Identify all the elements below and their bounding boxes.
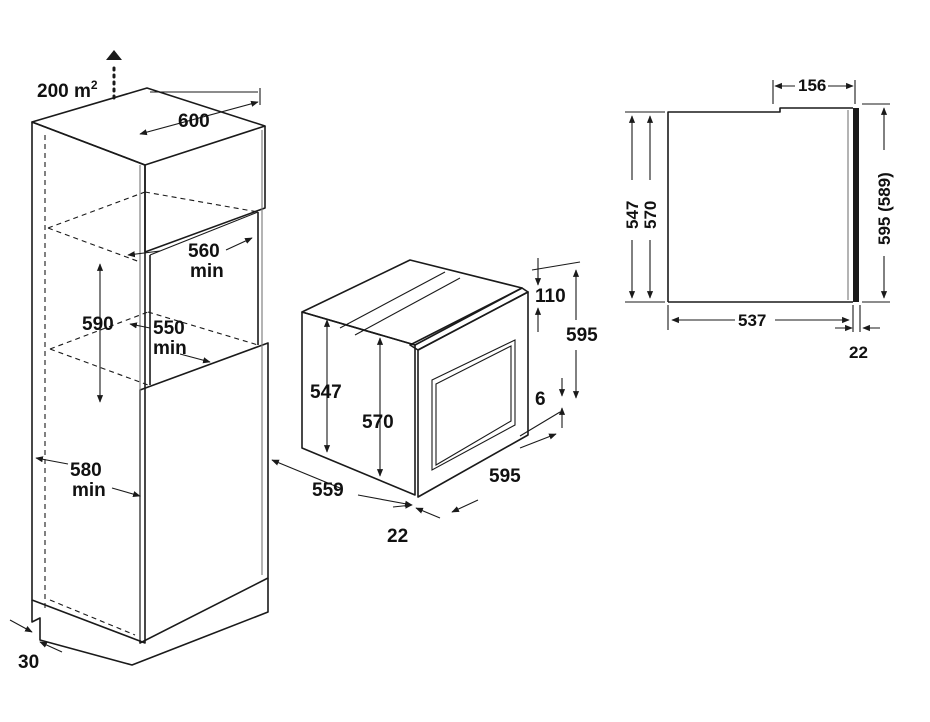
airflow-arrow-icon <box>106 50 122 60</box>
tall-cabinet <box>31 50 269 666</box>
label-side-547: 547 <box>623 201 642 229</box>
label-oven-559: 559 <box>312 480 344 501</box>
label-niche-width: 600 <box>178 111 210 132</box>
label-cabinet-depth: 580 <box>70 460 102 481</box>
oven-window <box>431 339 516 471</box>
label-side-156: 156 <box>798 76 826 95</box>
label-side-595-589: 595 (589) <box>875 172 894 245</box>
label-oven-22: 22 <box>387 526 408 547</box>
side-view-dimensions <box>625 80 890 332</box>
oven-side <box>301 311 416 496</box>
oven-perspective <box>301 259 529 498</box>
label-side-537: 537 <box>738 311 766 330</box>
oven-control-panel <box>409 287 529 351</box>
cabinet-dimensions <box>9 88 261 653</box>
cabinet-right-upper <box>144 126 266 253</box>
side-view-front-panel <box>853 108 859 302</box>
label-oven-6: 6 <box>535 389 546 410</box>
label-oven-547: 547 <box>310 382 342 403</box>
cabinet-plinth <box>31 578 269 666</box>
label-oven-595-width: 595 <box>489 466 521 487</box>
cabinet-left-side <box>31 121 146 644</box>
oven-top <box>301 259 523 346</box>
cabinet-lower-door <box>139 342 269 644</box>
label-oven-595-height: 595 <box>566 325 598 346</box>
label-side-570: 570 <box>641 201 660 229</box>
label-plinth: 30 <box>18 652 39 673</box>
label-shelf-depth-min: min <box>153 338 187 359</box>
oven-dimensions <box>271 258 581 519</box>
label-niche-depth-min: min <box>190 261 224 282</box>
label-side-22: 22 <box>849 343 868 362</box>
label-niche-depth: 560 <box>188 241 220 262</box>
label-oven-570: 570 <box>362 412 394 433</box>
oven-side-view <box>667 107 859 303</box>
label-airflow: 200 m2 <box>37 78 98 102</box>
side-view-body <box>667 107 853 302</box>
label-oven-110: 110 <box>535 286 566 307</box>
label-shelf-depth: 550 <box>153 318 185 339</box>
oven-front-door <box>417 291 529 498</box>
label-niche-height: 590 <box>82 314 114 335</box>
label-cabinet-depth-min: min <box>72 480 106 501</box>
